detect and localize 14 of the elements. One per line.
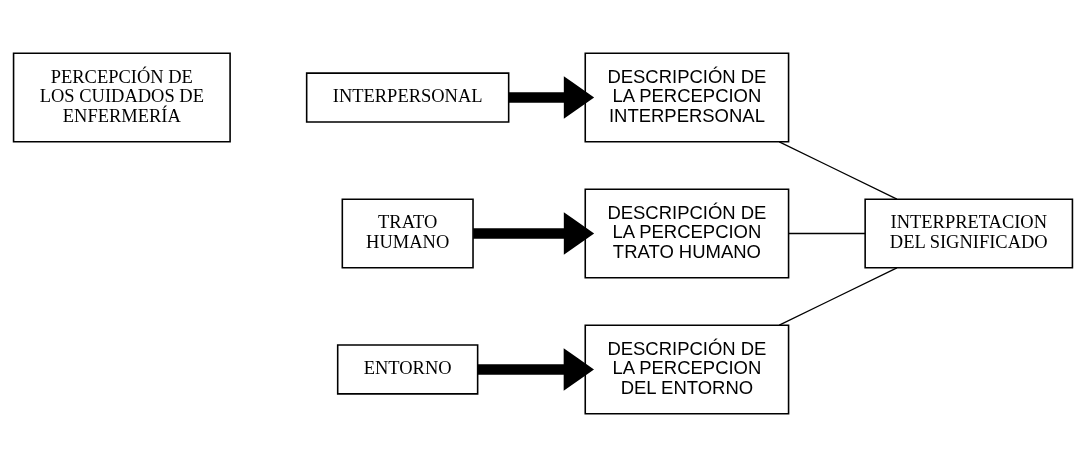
node-box: ENTORNO xyxy=(336,344,479,395)
node-box: TRATO HUMANO xyxy=(341,198,474,269)
node-box: DESCRIPCIÓN DE LA PERCEPCION TRATO HUMANO xyxy=(584,188,790,279)
node-box: DESCRIPCIÓN DE LA PERCEPCION INTERPERSONAL xyxy=(584,52,790,143)
connector xyxy=(778,267,898,326)
connector xyxy=(788,232,866,235)
node-box: PERCEPCIÓN DE LOS CUIDADOS DE ENFERMERÍA xyxy=(12,52,231,143)
arrow xyxy=(473,212,595,255)
node-box: INTERPRETACION DEL SIGNIFICADO xyxy=(864,198,1074,269)
node-box: INTERPERSONAL xyxy=(305,72,510,123)
connector xyxy=(778,141,898,200)
arrow xyxy=(477,348,594,391)
node-box: DESCRIPCIÓN DE LA PERCEPCION DEL ENTORNO xyxy=(584,324,790,415)
arrow xyxy=(508,76,595,119)
